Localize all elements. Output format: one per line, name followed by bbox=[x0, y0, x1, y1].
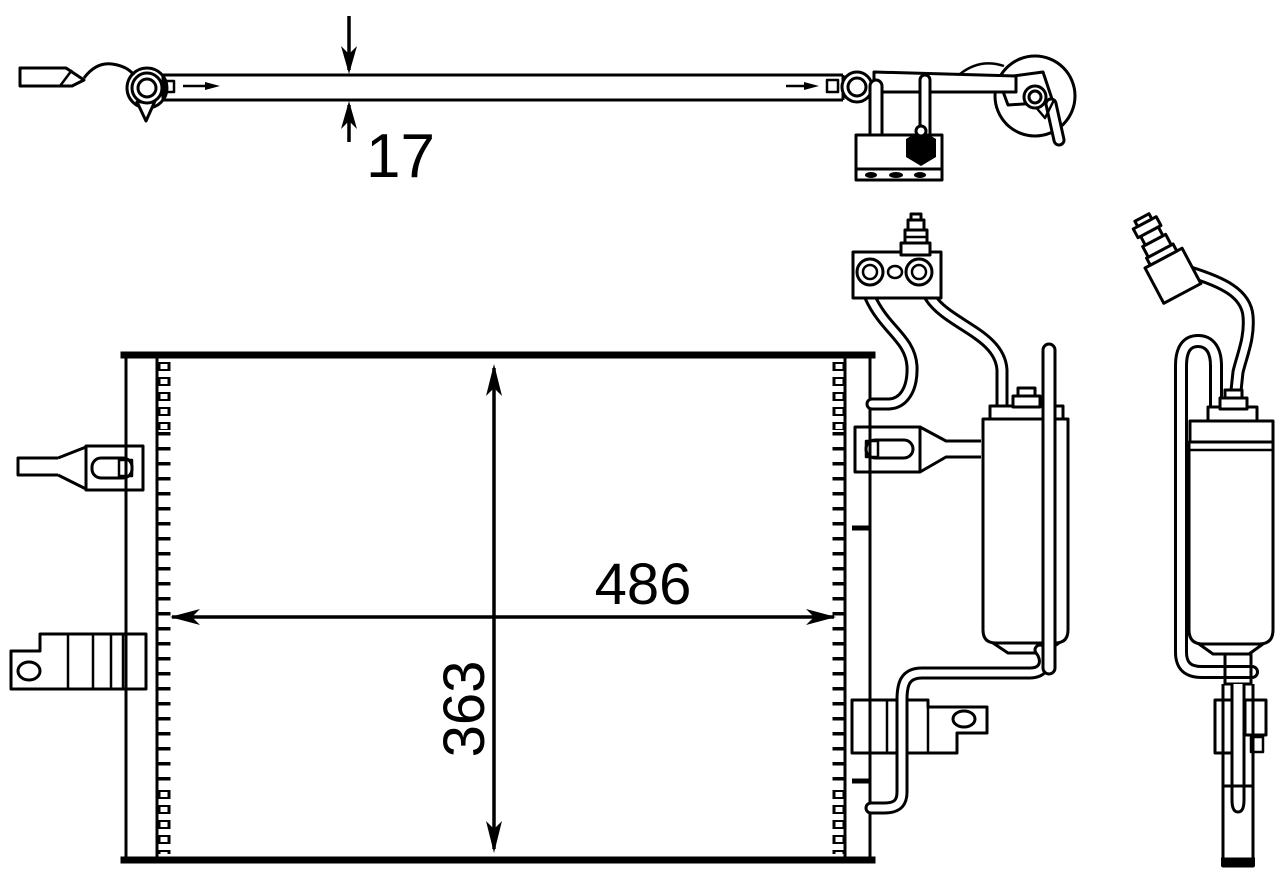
pin-block bbox=[853, 425, 922, 474]
bushing-inner bbox=[136, 77, 158, 99]
receiver-drier-side bbox=[1187, 388, 1275, 656]
lower-tube-assembly bbox=[1213, 652, 1268, 868]
connection-block bbox=[851, 212, 943, 300]
block-tubes-top bbox=[868, 73, 932, 146]
mount-bracket-upper-right bbox=[853, 425, 981, 474]
dim-arrow-up bbox=[486, 364, 502, 396]
drier-valve bbox=[1218, 396, 1249, 411]
mount-hole bbox=[16, 660, 42, 682]
ring-right-inner bbox=[846, 76, 868, 98]
drier-port-inner bbox=[1027, 89, 1043, 105]
dim-arrow-down bbox=[486, 821, 502, 853]
top-view: 17 bbox=[18, 16, 1077, 191]
pin-block bbox=[84, 444, 145, 492]
end-plate-mark bbox=[163, 79, 176, 94]
dimension-label-height: 363 bbox=[432, 661, 497, 758]
front-view: 486 363 bbox=[9, 351, 876, 864]
fitting-tip bbox=[1133, 212, 1154, 229]
condenser-core bbox=[120, 351, 876, 864]
mount-bracket-lower-left bbox=[9, 632, 148, 691]
dim-arrow-right bbox=[806, 609, 836, 625]
bracket-plate bbox=[9, 632, 148, 691]
dimension-label-thickness: 17 bbox=[366, 122, 435, 191]
clip-curve bbox=[82, 62, 136, 79]
drier-top-circle bbox=[993, 54, 1077, 138]
receiver-drier-assembly-front bbox=[850, 212, 1070, 815]
side-block-left bbox=[1213, 698, 1234, 755]
hose-fitting bbox=[1131, 212, 1203, 305]
bracket-arm-top bbox=[872, 70, 1018, 94]
dim-arrow-down bbox=[341, 46, 357, 74]
dimension-height: 363 bbox=[432, 364, 502, 853]
dip-tube bbox=[1230, 684, 1246, 814]
service-valve bbox=[899, 212, 932, 257]
clamp-arc bbox=[959, 62, 1005, 75]
core-edge-bar bbox=[161, 73, 845, 102]
drier-valve bbox=[1011, 394, 1042, 409]
mount-hole bbox=[951, 709, 977, 729]
pin-slot bbox=[864, 438, 915, 460]
mount-bracket-upper-left bbox=[16, 444, 145, 492]
dim-arrow-left bbox=[170, 609, 200, 625]
clamp-notch bbox=[1033, 99, 1056, 120]
port-right bbox=[904, 257, 934, 287]
hex-bolt-pin bbox=[914, 124, 928, 138]
hex-bolt bbox=[906, 130, 936, 166]
receiver-drier-front bbox=[864, 342, 1070, 815]
flow-arrow-left bbox=[205, 82, 220, 90]
port-left bbox=[855, 257, 885, 287]
port-middle bbox=[886, 264, 904, 280]
end-plate-mark-right bbox=[825, 78, 840, 94]
side-block-right bbox=[1243, 698, 1268, 737]
refrigerant-pipes bbox=[863, 290, 1009, 413]
drier-top-cap bbox=[1188, 419, 1275, 444]
side-view bbox=[1131, 212, 1275, 868]
dimension-width: 486 bbox=[170, 552, 836, 625]
left-mount-tab-top bbox=[18, 62, 220, 123]
dimension-label-width: 486 bbox=[595, 552, 692, 617]
drier-body bbox=[1187, 440, 1275, 646]
dimension-thickness: 17 bbox=[341, 16, 435, 191]
right-end-top bbox=[786, 54, 1077, 182]
dim-arrow-up bbox=[341, 101, 357, 129]
pin-shaft bbox=[16, 456, 58, 477]
flow-arrow-right bbox=[804, 82, 819, 90]
mount-bracket-lower-right bbox=[850, 698, 989, 755]
